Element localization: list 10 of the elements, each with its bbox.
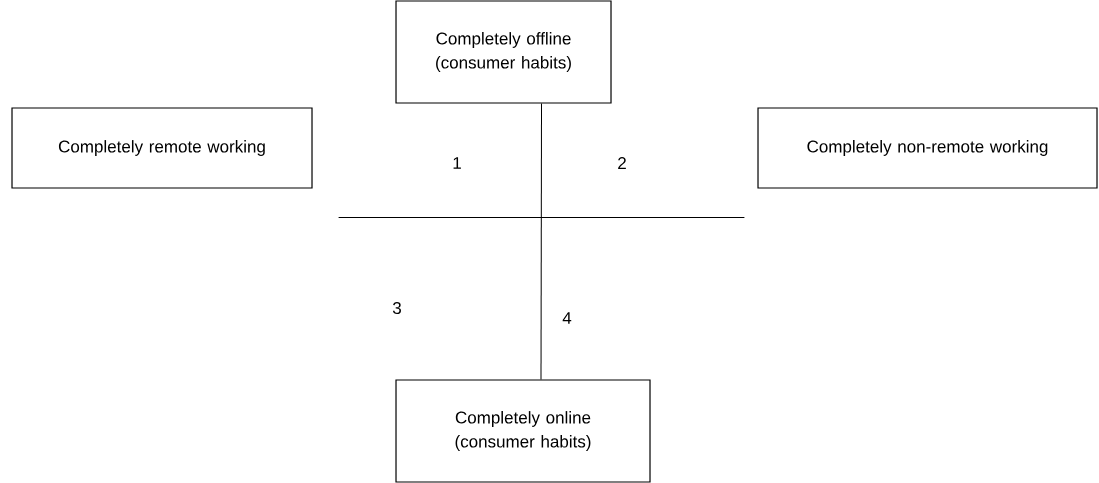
quadrant-number: 4 [562, 312, 572, 324]
quadrant-number: 1 [453, 157, 461, 169]
quadrant-number: 3 [392, 302, 401, 315]
text-box: Completely non-remote working [757, 107, 1098, 189]
text-box: Completely remote working [11, 107, 313, 189]
text-box: Completely online (consumer habits) [395, 379, 651, 483]
text-box: Completely offline (consumer habits) [395, 0, 612, 104]
line [338, 217, 745, 219]
quadrant-number: 2 [618, 157, 626, 169]
line [540, 103, 542, 380]
